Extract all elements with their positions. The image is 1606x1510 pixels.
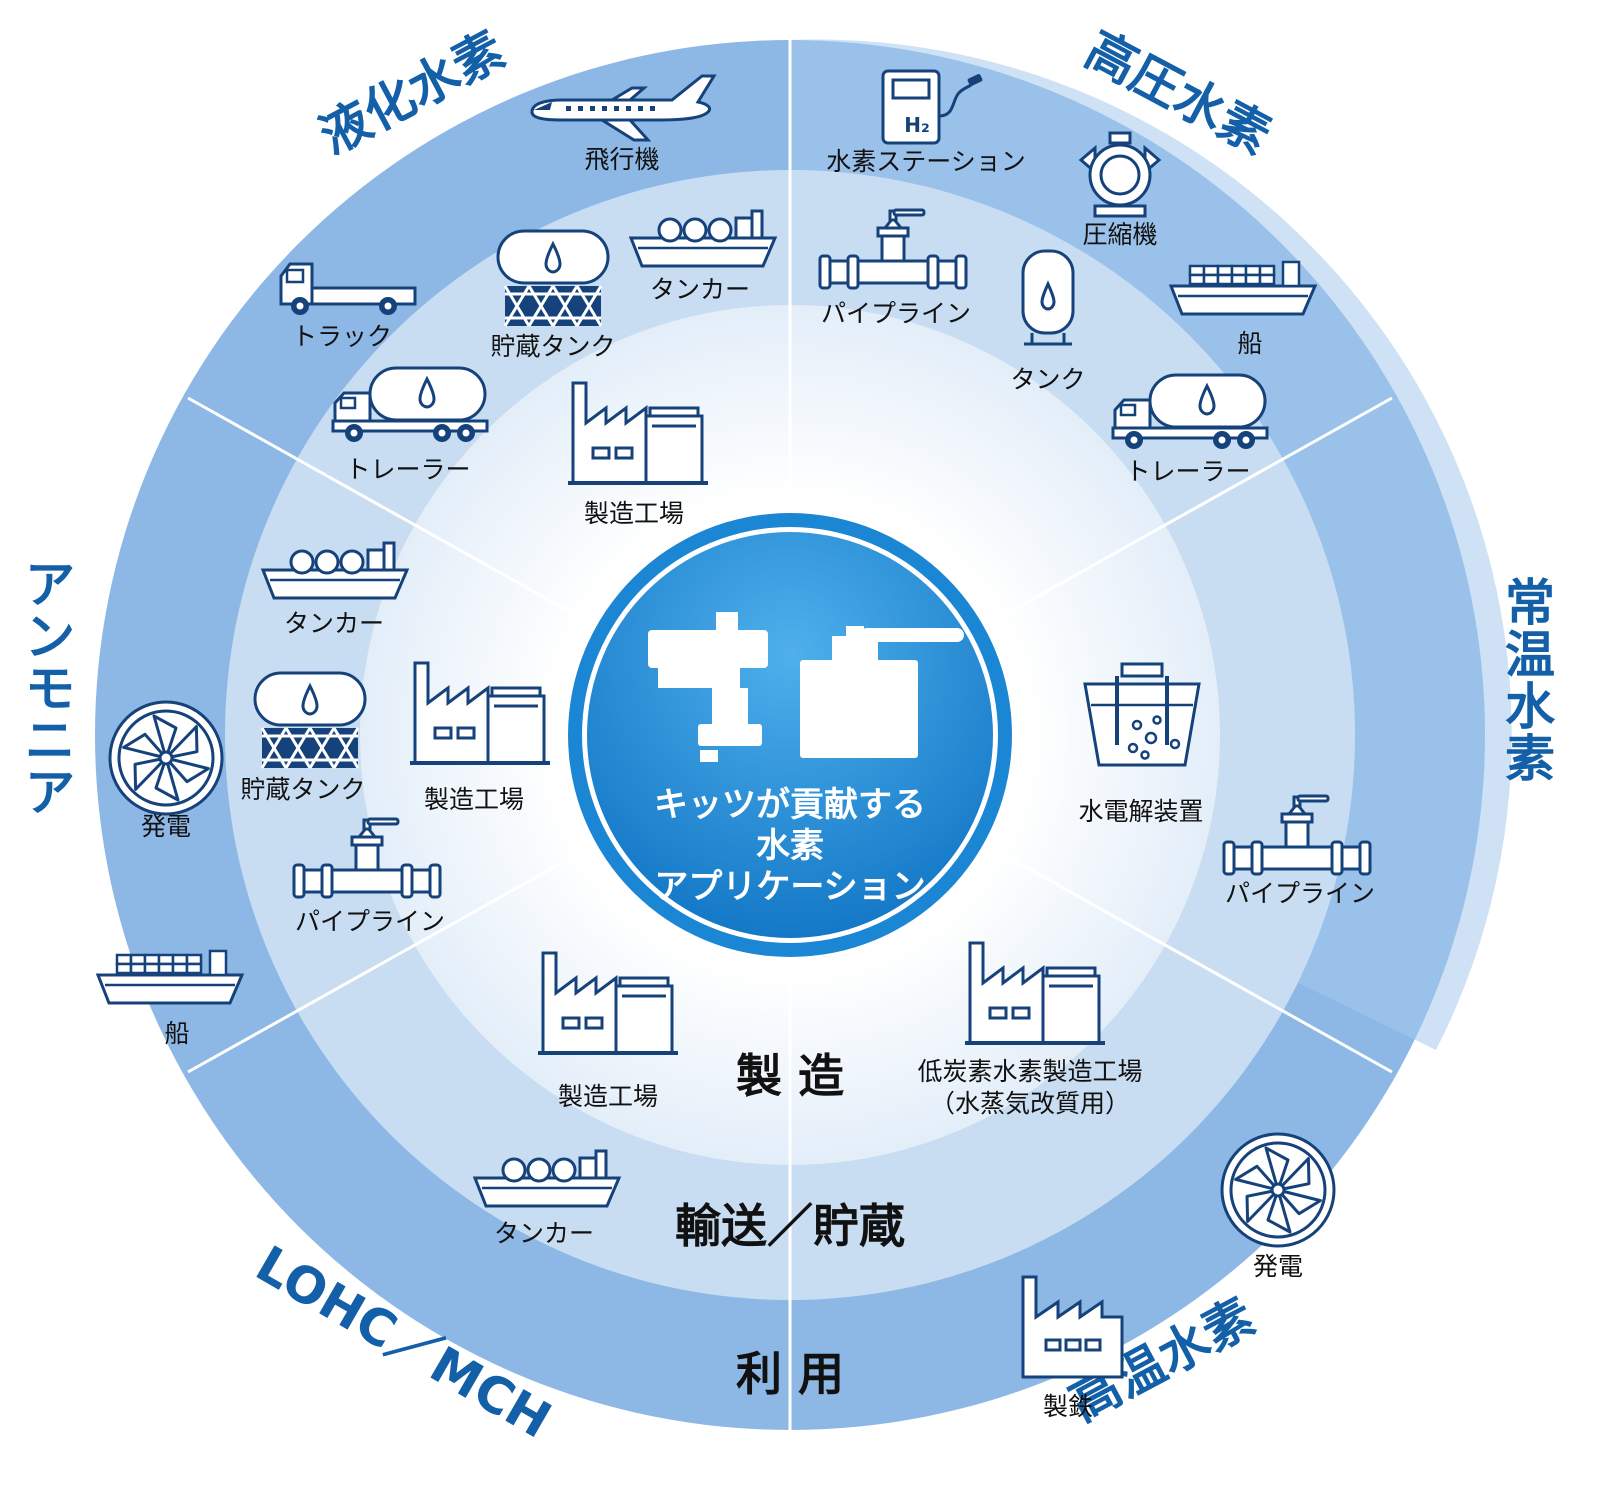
label-hydrogen-station: 水素ステーション — [826, 147, 1026, 176]
ball-valve-icon — [800, 626, 964, 758]
ring-label-use: 利 用 — [736, 1347, 844, 1401]
category-ammonia-char: ン — [25, 608, 75, 666]
label-factory-lohc: 製造工場 — [558, 1082, 658, 1111]
center-title-line1: キッツが貢献する — [654, 785, 926, 825]
category-normal-temp-char: 水 — [1505, 678, 1556, 736]
actuator-valve-icon — [648, 612, 768, 762]
label-steel: 製鉄 — [1043, 1392, 1093, 1421]
h2-glyph: H₂ — [904, 113, 930, 137]
category-ammonia-char: ニ — [25, 712, 75, 770]
label-electrolyzer: 水電解装置 — [1078, 797, 1203, 826]
label-tank: タンク — [1010, 365, 1085, 394]
center-title-line3: アプリケーション — [654, 867, 925, 907]
label-truck: トラック — [292, 322, 392, 351]
label-tanker-lohc: タンカー — [494, 1219, 594, 1248]
ship-icon — [96, 949, 244, 1005]
label-power-high-temp: 発電 — [1253, 1252, 1303, 1281]
category-ammonia-char: モ — [25, 660, 75, 718]
ring-label-production: 製 造 — [736, 1049, 844, 1103]
storage-tank-icon — [496, 229, 610, 328]
power-generation-icon — [108, 700, 224, 816]
label-airplane: 飛行機 — [584, 145, 659, 174]
category-ammonia: ア ン モ ニ ア — [25, 556, 75, 822]
label-storage-tank-liquefied: 貯蔵タンク — [490, 332, 615, 361]
label-trailer-liquefied: トレーラー — [345, 455, 470, 484]
label-ship-high-pressure: 船 — [1237, 329, 1262, 358]
category-normal-temp-char: 温 — [1505, 626, 1555, 684]
category-normal-temp-char: 常 — [1505, 574, 1555, 632]
category-ammonia-char: ア — [25, 764, 75, 822]
category-ammonia-char: ア — [25, 556, 75, 614]
label-compressor: 圧縮機 — [1082, 220, 1157, 249]
center-title-line2: 水素 — [756, 826, 824, 866]
label-ship-ammonia: 船 — [164, 1019, 189, 1048]
label-tanker-liquefied: タンカー — [650, 275, 750, 304]
label-low-carbon-factory-line2: （水蒸気改質用） — [930, 1089, 1130, 1118]
label-pipeline-normal-temp: パイプライン — [1225, 879, 1375, 908]
category-normal-temp-char: 素 — [1505, 730, 1555, 788]
label-storage-tank-ammonia: 貯蔵タンク — [240, 775, 365, 804]
label-pipeline-high-pressure: パイプライン — [821, 299, 971, 328]
label-low-carbon-factory-line1: 低炭素水素製造工場 — [917, 1057, 1142, 1086]
label-tanker-ammonia: タンカー — [284, 609, 384, 638]
label-pipeline-ammonia: パイプライン — [295, 907, 445, 936]
label-power-ammonia: 発電 — [141, 812, 191, 841]
label-trailer-high-pressure: トレーラー — [1125, 457, 1250, 486]
label-factory-ammonia: 製造工場 — [424, 785, 524, 814]
ring-label-transport: 輸送／貯蔵 — [675, 1199, 905, 1253]
category-normal-temp-hydrogen: 常 温 水 素 — [1505, 574, 1556, 788]
ship-icon — [1169, 260, 1317, 316]
label-factory-liquefied: 製造工場 — [584, 499, 684, 528]
power-generation-icon — [1220, 1132, 1336, 1248]
storage-tank-icon — [253, 671, 367, 770]
